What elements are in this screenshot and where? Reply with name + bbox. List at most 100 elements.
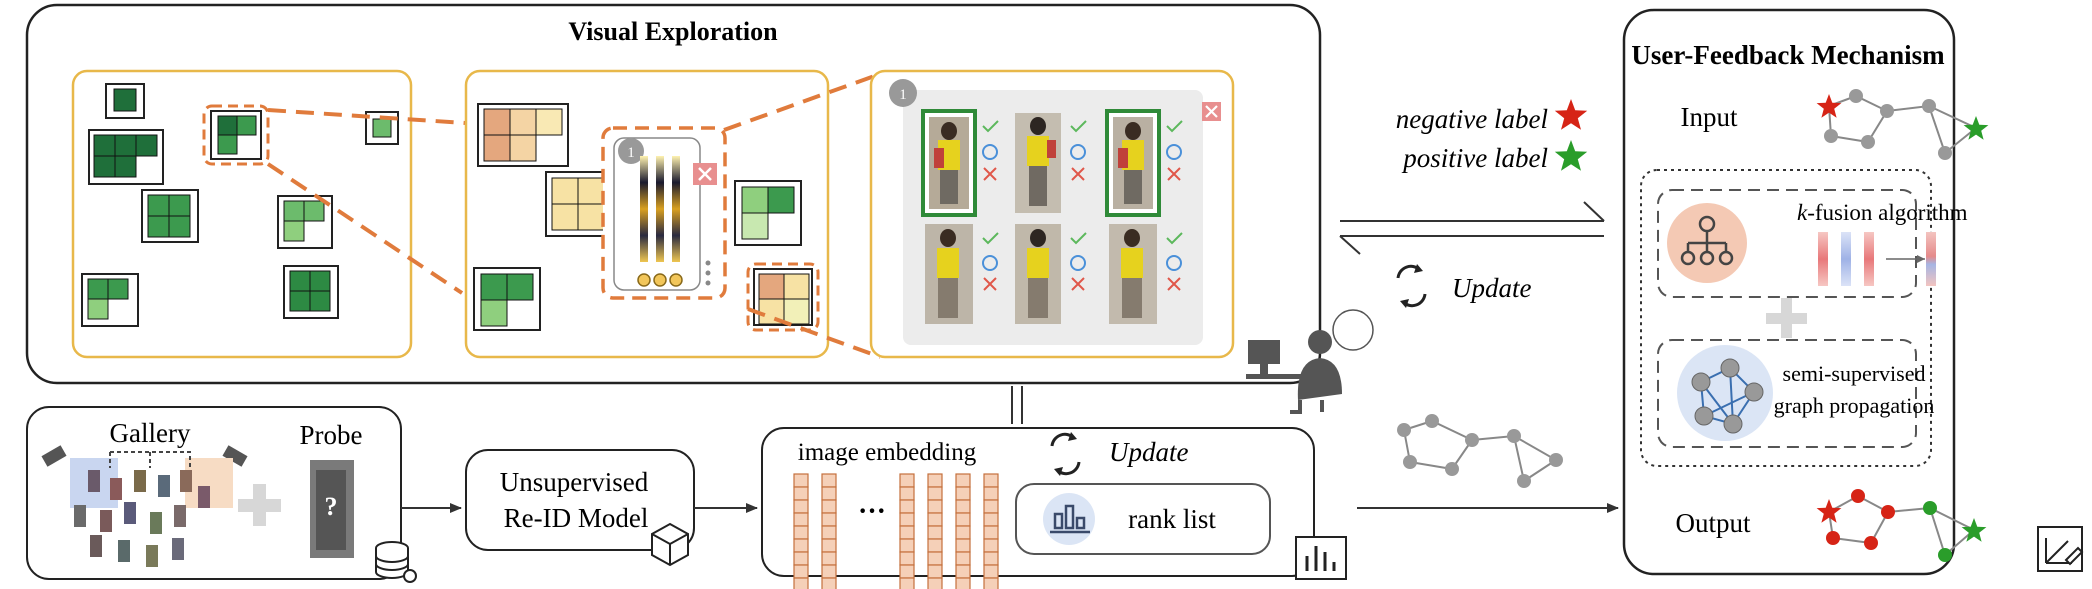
- update-embedding-text: Update: [1109, 437, 1189, 467]
- glyph-detail-green-right[interactable]: [734, 180, 802, 246]
- check-icon: [1070, 232, 1087, 245]
- glyph-detail-orange[interactable]: [477, 103, 569, 167]
- check-icon: [1166, 120, 1183, 133]
- glyph-detail-view[interactable]: 1: [464, 69, 830, 359]
- embedding-cell: [927, 577, 943, 589]
- dataset-panel: Gallery Probe: [26, 406, 417, 583]
- gallery-images: [70, 451, 233, 567]
- embedding-cell: [955, 512, 971, 527]
- person-image-tile[interactable]: [921, 109, 977, 217]
- check-icon: [982, 232, 999, 245]
- visual-exploration-title: Visual Exploration: [568, 17, 778, 46]
- person-image-tile[interactable]: [1015, 113, 1061, 213]
- embedding-cell: [793, 473, 809, 488]
- rank-list-label: rank list: [1128, 504, 1216, 534]
- resize-tool-icon: [2037, 526, 2084, 572]
- close-icon[interactable]: [1202, 102, 1221, 121]
- embedding-cell: [793, 551, 809, 566]
- cross-icon: [983, 167, 997, 181]
- embedding-cell: [793, 499, 809, 514]
- embedding-panel: image embedding ··· Update rank list: [761, 427, 1347, 589]
- glyph-selected[interactable]: [202, 104, 270, 166]
- check-icon: [1166, 232, 1183, 245]
- embedding-cell: [821, 512, 837, 527]
- embedding-cell: [955, 564, 971, 579]
- feedback-arrows: [1339, 201, 1605, 255]
- embedding-cell: [927, 499, 943, 514]
- score-vector: [1864, 232, 1874, 286]
- glyph-three-light[interactable]: [277, 195, 333, 249]
- feedback-icons[interactable]: [982, 120, 999, 181]
- glyph-detail-green-bottom[interactable]: [473, 267, 541, 331]
- embedding-cell: [821, 473, 837, 488]
- color-strip-popup[interactable]: 1: [601, 126, 727, 300]
- bar-chart-icon: [1050, 504, 1090, 534]
- glyph-three-bottom[interactable]: [81, 273, 139, 327]
- embedding-cell: [821, 525, 837, 540]
- check-icon: [982, 120, 999, 133]
- person-image-tile[interactable]: [1015, 224, 1061, 324]
- feedback-icons[interactable]: [1166, 232, 1183, 291]
- glyph-large-dark[interactable]: [88, 129, 164, 185]
- glyph-detail-yellow[interactable]: [545, 171, 611, 237]
- circle-icon: [1166, 255, 1182, 271]
- svg-text:k-fusion algorithm: k-fusion algorithm: [1797, 200, 1968, 225]
- person-image-tile[interactable]: [1109, 224, 1157, 324]
- strip-dot[interactable]: [637, 273, 651, 287]
- embedding-cell: [955, 473, 971, 488]
- database-icon: [375, 541, 417, 583]
- label-legend: negative label positive label: [1396, 99, 1588, 173]
- embedding-cell: [927, 486, 943, 501]
- score-vector: [1818, 232, 1828, 286]
- vertical-link: [1011, 386, 1023, 424]
- embedding-cell: [927, 551, 943, 566]
- strip-dot[interactable]: [653, 273, 667, 287]
- feedback-icons[interactable]: [1166, 120, 1183, 181]
- embedding-cell: [899, 577, 915, 589]
- feedback-icons[interactable]: [1070, 232, 1087, 291]
- negative-star-icon: [1816, 94, 1842, 118]
- more-dots-icon[interactable]: [705, 280, 711, 286]
- embedding-cell: [899, 512, 915, 527]
- embedding-cell: [927, 473, 943, 488]
- grid-badge-text: 1: [899, 87, 907, 103]
- model-line1: Unsupervised: [500, 467, 649, 497]
- close-icon[interactable]: [693, 163, 717, 185]
- overview-view[interactable]: [71, 69, 413, 359]
- fused-vector: [1926, 232, 1936, 286]
- cross-icon: [1167, 167, 1181, 181]
- update-middle: Update: [1396, 264, 1532, 308]
- embedding-cell: [899, 499, 915, 514]
- positive-star-icon: [1554, 140, 1588, 171]
- propagation-box: semi-supervised graph propagation: [1657, 339, 1934, 448]
- image-grid-view[interactable]: 1: [869, 69, 1235, 359]
- positive-label-text: positive label: [1401, 143, 1548, 173]
- glyph-single-dark[interactable]: [105, 83, 145, 119]
- embedding-cell: [983, 499, 999, 514]
- probe-label: Probe: [300, 420, 363, 450]
- embedding-cell: [955, 551, 971, 566]
- embedding-cell: [927, 564, 943, 579]
- embedding-cell: [983, 538, 999, 553]
- rank-list-button[interactable]: rank list: [1015, 483, 1271, 555]
- strip-dot[interactable]: [669, 273, 683, 287]
- embedding-cell: [821, 564, 837, 579]
- more-dots-icon[interactable]: [705, 260, 711, 266]
- feedback-icons[interactable]: [982, 232, 999, 291]
- person-image-tile[interactable]: [1105, 109, 1161, 217]
- camera-icon: [41, 445, 248, 467]
- embedding-cell: [955, 577, 971, 589]
- glyph-four-dark-bottom[interactable]: [283, 265, 339, 319]
- glyph-four-mid[interactable]: [141, 189, 199, 243]
- popup-badge: [618, 138, 644, 164]
- embedding-cell: [927, 525, 943, 540]
- embedding-cell: [983, 512, 999, 527]
- embedding-cell: [793, 577, 809, 589]
- embedding-cell: [899, 473, 915, 488]
- feedback-icons[interactable]: [1070, 120, 1087, 181]
- reid-model-box: Unsupervised Re-ID Model: [465, 449, 695, 567]
- person-image-tile[interactable]: [925, 224, 973, 324]
- more-dots-icon[interactable]: [705, 270, 711, 276]
- score-vector: [1841, 232, 1851, 286]
